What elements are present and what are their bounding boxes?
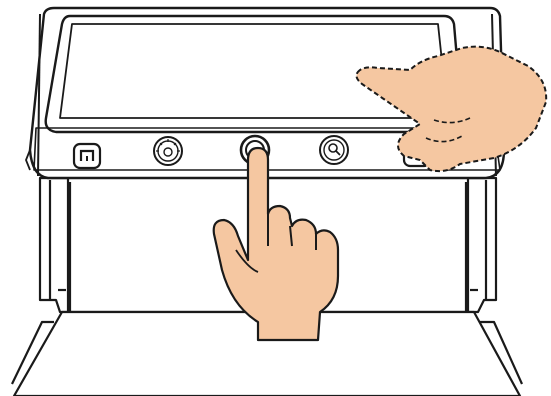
brightness-dial[interactable]: [153, 136, 183, 166]
control-strip: [33, 127, 501, 171]
magnifier-dial-icon: [328, 143, 341, 156]
magnifier-device: [25, 6, 506, 180]
magnifier-stand: [11, 176, 524, 396]
home-icon: [79, 149, 95, 161]
ghost-hand-tap: [355, 45, 548, 173]
left-stand-leg: [38, 176, 70, 314]
pointing-hand: [212, 146, 340, 342]
screen-display[interactable]: [59, 23, 449, 119]
home-button[interactable]: [72, 142, 102, 170]
pointing-hand-shape: [212, 146, 340, 342]
right-stand-leg: [466, 176, 498, 314]
brightness-dial-icon: [156, 139, 180, 157]
zoom-dial[interactable]: [319, 135, 349, 165]
base-plate: [12, 310, 522, 396]
